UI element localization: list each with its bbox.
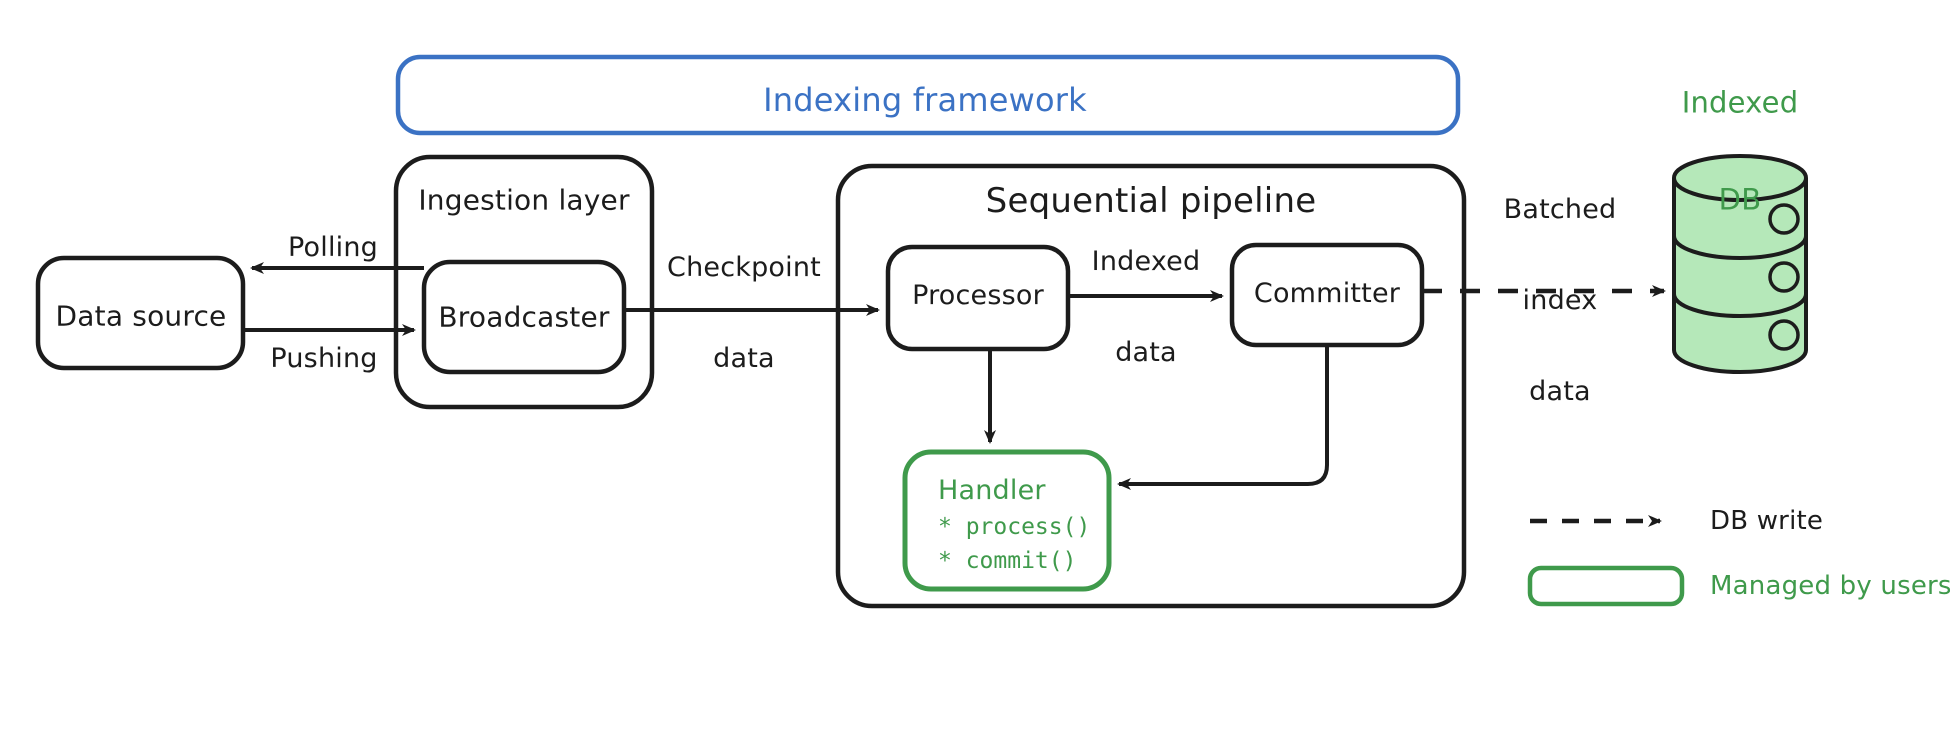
legend-label-db-write: DB write xyxy=(1710,506,1824,536)
indexing-framework-label: Indexing framework xyxy=(763,81,1087,120)
edge-label-indexed-line2: data xyxy=(1115,337,1177,369)
indexed-db-label-line2: DB xyxy=(1718,182,1762,217)
indexing-framework-box xyxy=(395,54,1461,136)
edge-label-batched-line1: Batched xyxy=(1503,194,1617,226)
edge-label-indexed-data: Indexed data xyxy=(1092,187,1201,399)
edge-committer-to-handler xyxy=(1117,345,1329,490)
edge-label-indexed-line1: Indexed xyxy=(1091,246,1201,278)
edge-label-batched-line3: data xyxy=(1529,375,1591,407)
data-source-label: Data source xyxy=(55,299,227,333)
edge-label-pushing: Pushing xyxy=(270,342,378,374)
handler-method-commit: * commit() xyxy=(938,548,1077,574)
edge-label-batched-line2: index xyxy=(1522,285,1598,316)
edge-label-polling: Polling xyxy=(288,231,378,263)
handler-box xyxy=(902,449,1112,592)
broadcaster-label: Broadcaster xyxy=(438,300,610,334)
indexed-db-label: Indexed DB xyxy=(1682,21,1799,248)
legend-label-managed-by-users: Managed by users xyxy=(1710,571,1950,601)
handler-method-process: * process() xyxy=(938,514,1091,540)
legend-green-box-icon xyxy=(1527,565,1685,607)
committer-label: Committer xyxy=(1253,277,1401,309)
edge-label-checkpoint-line2: data xyxy=(713,343,775,375)
edge-label-checkpoint-line1: Checkpoint xyxy=(667,252,821,284)
data-source-box xyxy=(35,255,246,371)
handler-title: Handler xyxy=(938,475,1046,506)
edge-label-batched-index-data: Batched index data xyxy=(1504,135,1617,437)
indexed-db-label-line1: Indexed xyxy=(1681,85,1799,120)
indexed-db-cylinder xyxy=(1672,154,1808,374)
ingestion-layer-label: Ingestion layer xyxy=(418,183,630,217)
sequential-pipeline-label: Sequential pipeline xyxy=(985,180,1317,221)
broadcaster-box xyxy=(421,259,627,375)
processor-label: Processor xyxy=(912,279,1044,311)
edge-label-checkpoint-data: Checkpoint data xyxy=(667,193,821,405)
